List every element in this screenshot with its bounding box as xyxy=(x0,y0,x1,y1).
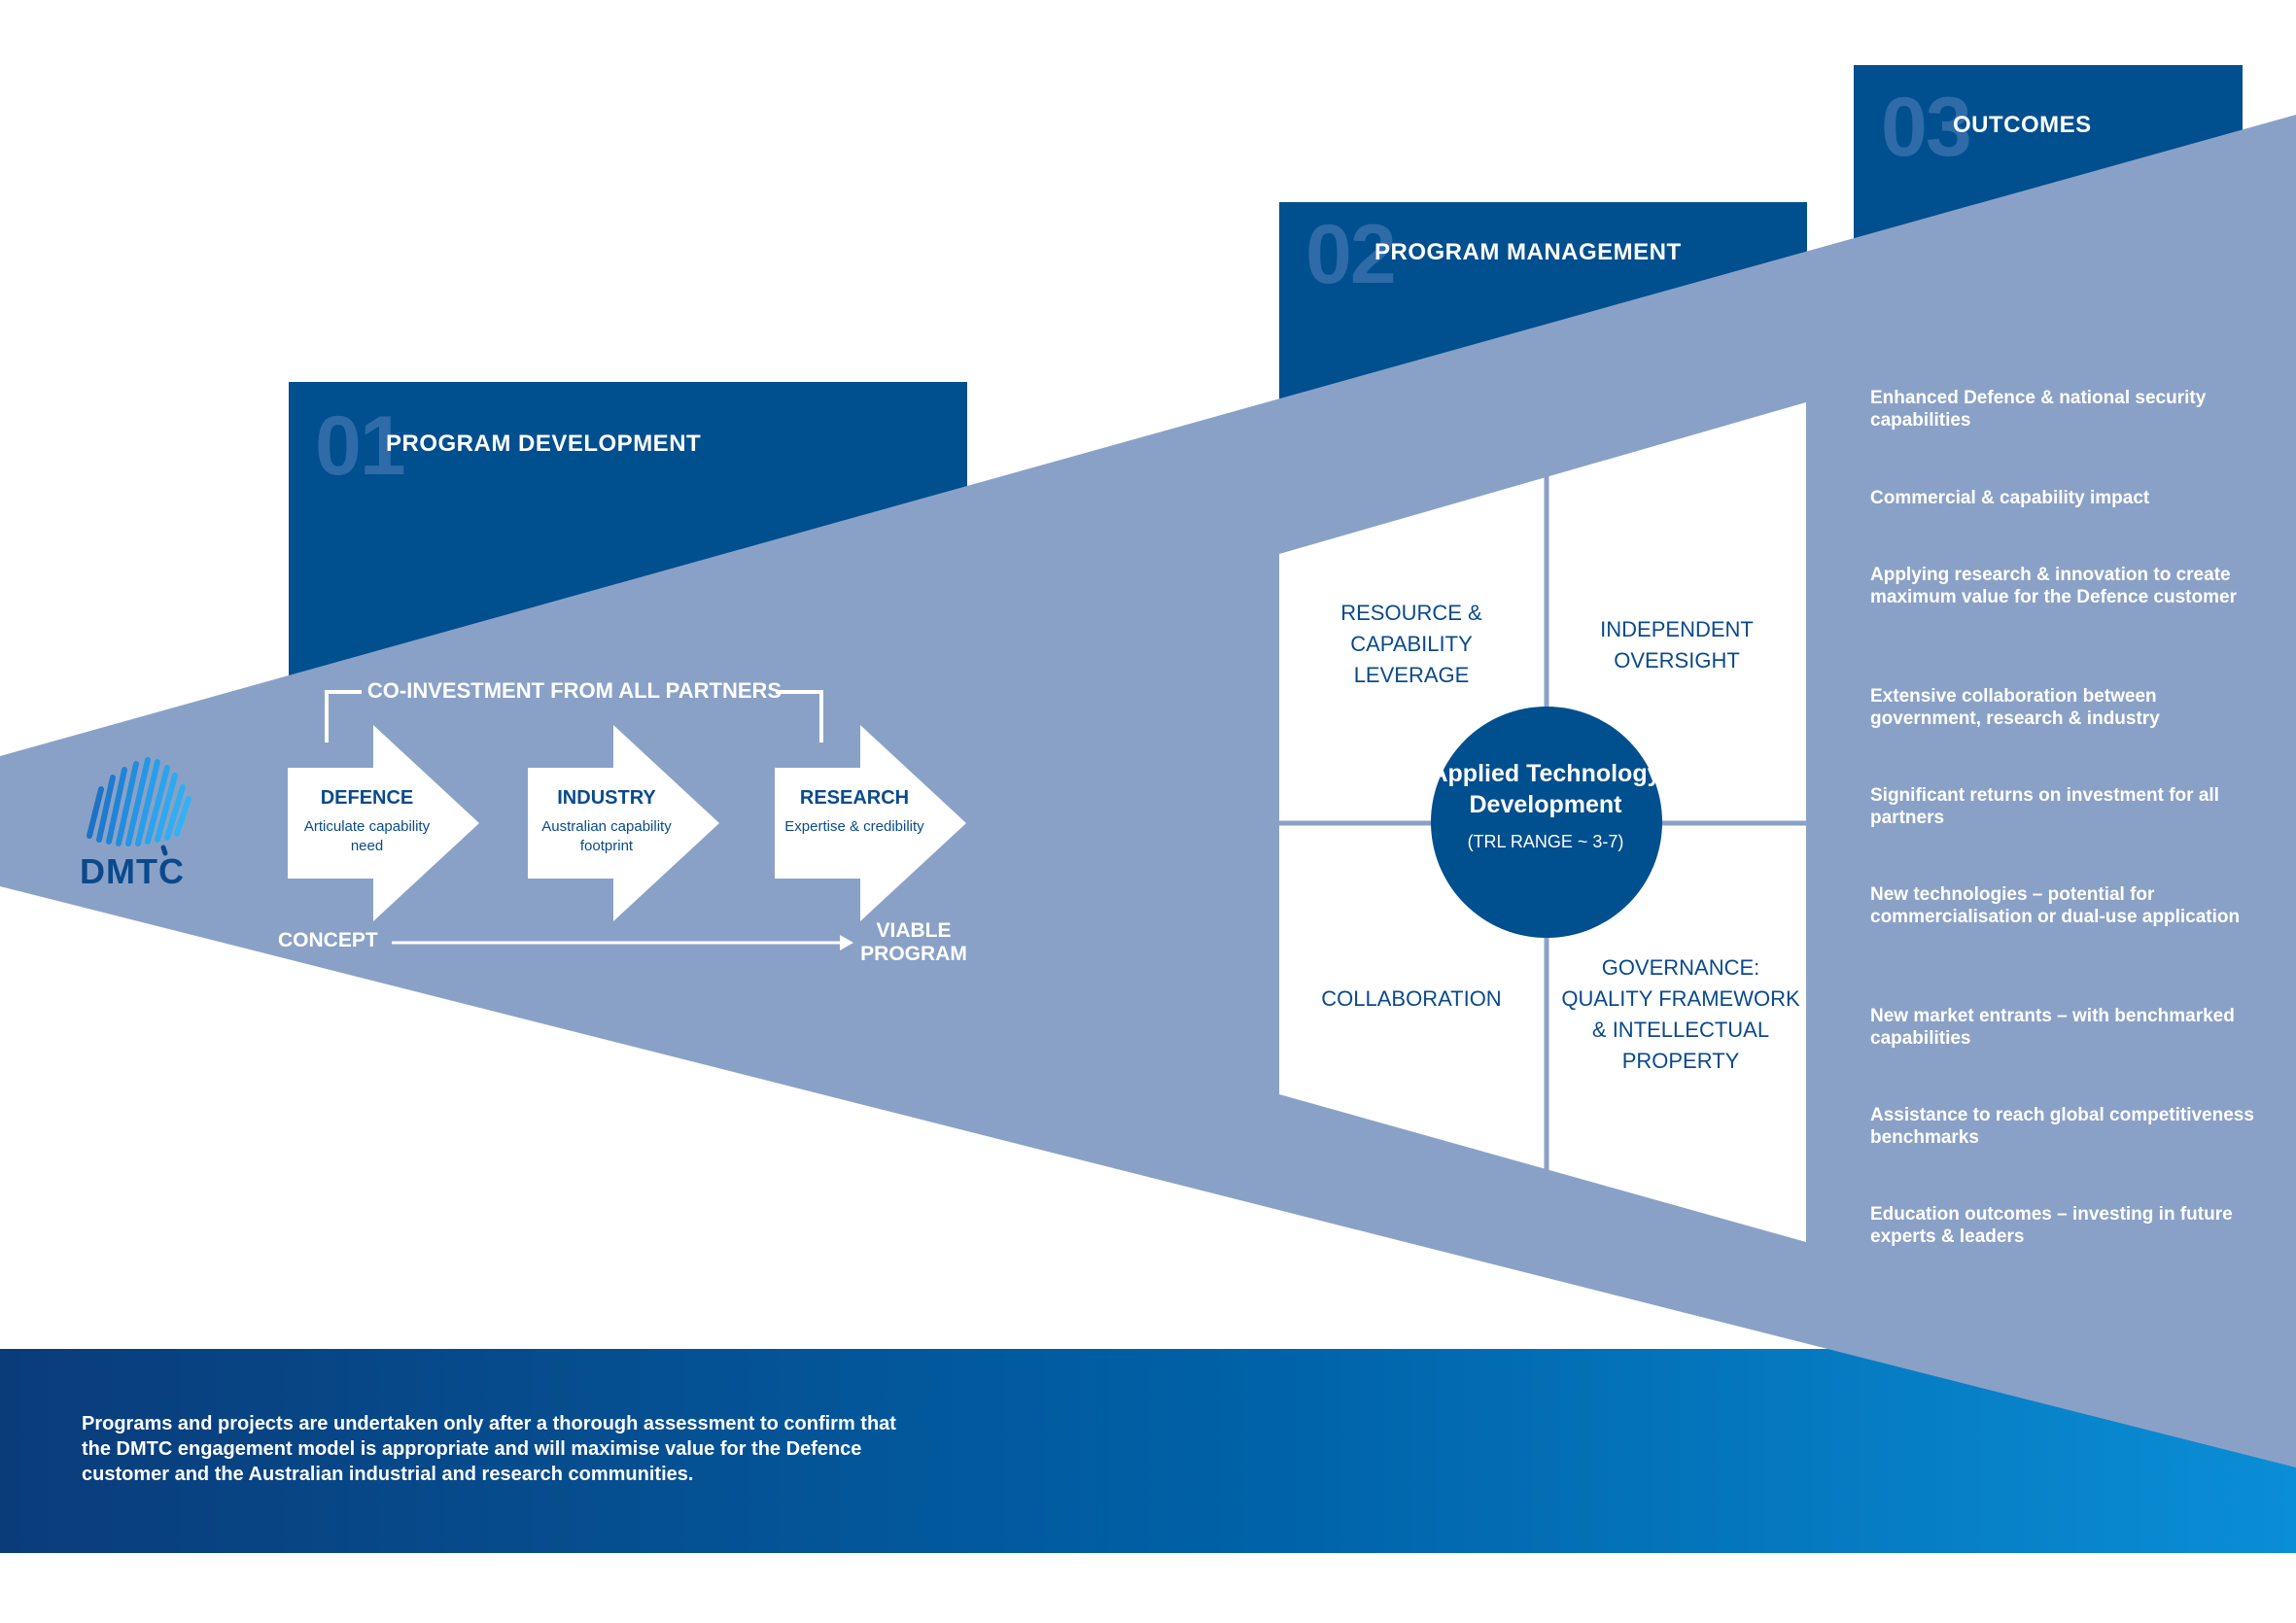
quadrant-governance: GOVERNANCE: QUALITY FRAMEWORK & INTELLEC… xyxy=(1561,955,1800,1073)
dmtc-logo-text: DMTC xyxy=(80,851,185,891)
arrow-title: RESEARCH xyxy=(799,787,910,809)
center-circle-text: Applied Technology Development (TRL RANG… xyxy=(1429,758,1662,852)
outcome-item: Extensive collaboration between governme… xyxy=(1870,686,2160,729)
arrow-subtitle: Australian capability footprint xyxy=(541,818,672,854)
viable-program-label: VIABLE PROGRAM xyxy=(860,919,967,965)
outcome-item: Assistance to reach global competitivene… xyxy=(1870,1105,2254,1148)
stage-label-01: PROGRAM DEVELOPMENT xyxy=(386,431,702,457)
arrow-title: INDUSTRY xyxy=(557,787,656,809)
stage-label-03: OUTCOMES xyxy=(1953,112,2092,138)
stage-label-02: PROGRAM MANAGEMENT xyxy=(1374,239,1682,265)
co-investment-label: CO-INVESTMENT FROM ALL PARTNERS xyxy=(366,678,783,703)
outcome-item: Enhanced Defence & national security cap… xyxy=(1870,388,2207,431)
arrow-defence xyxy=(288,725,479,921)
flow-arrowhead xyxy=(840,935,853,950)
stage-number-03: 03 xyxy=(1881,81,1972,174)
arrow-subtitle: Expertise & credibility xyxy=(784,818,924,835)
stage-number-02: 02 xyxy=(1305,208,1397,301)
concept-label: CONCEPT xyxy=(278,929,378,951)
arrow-research-text: RESEARCH Expertise & credibility xyxy=(783,787,926,837)
arrow-title: DEFENCE xyxy=(320,787,414,809)
arrow-industry xyxy=(528,725,719,921)
outcome-item: Applying research & innovation to create… xyxy=(1870,565,2237,607)
center-title: Applied Technology Development xyxy=(1430,760,1661,818)
quadrant-collaboration: COLLABORATION xyxy=(1321,986,1502,1011)
arrow-research xyxy=(775,725,966,921)
footer-band xyxy=(0,1349,2296,1553)
footer-text: Programs and projects are undertaken onl… xyxy=(82,1413,896,1485)
arrow-industry-text: INDUSTRY Australian capability footprint xyxy=(533,787,680,856)
outcome-item: Education outcomes – investing in future… xyxy=(1870,1204,2233,1247)
dmtc-logo-mark xyxy=(87,757,191,856)
co-investment-bracket xyxy=(325,690,823,742)
center-circle xyxy=(1431,707,1662,938)
arrow-subtitle: Articulate capability need xyxy=(303,818,431,854)
outcome-item: New market entrants – with benchmarked c… xyxy=(1870,1006,2235,1049)
center-subtitle: (TRL RANGE ~ 3-7) xyxy=(1467,832,1624,851)
quadrant-resource-capability: RESOURCE & CAPABILITY LEVERAGE xyxy=(1340,601,1482,687)
outcome-item: New technologies – potential for commerc… xyxy=(1870,884,2241,927)
quadrant-independent-oversight: INDEPENDENT OVERSIGHT xyxy=(1600,617,1754,673)
outcome-item: Commercial & capability impact xyxy=(1870,488,2150,508)
stage-number-01: 01 xyxy=(315,399,406,493)
outcome-item: Significant returns on investment for al… xyxy=(1870,785,2219,828)
arrow-defence-text: DEFENCE Articulate capability need xyxy=(296,787,437,856)
